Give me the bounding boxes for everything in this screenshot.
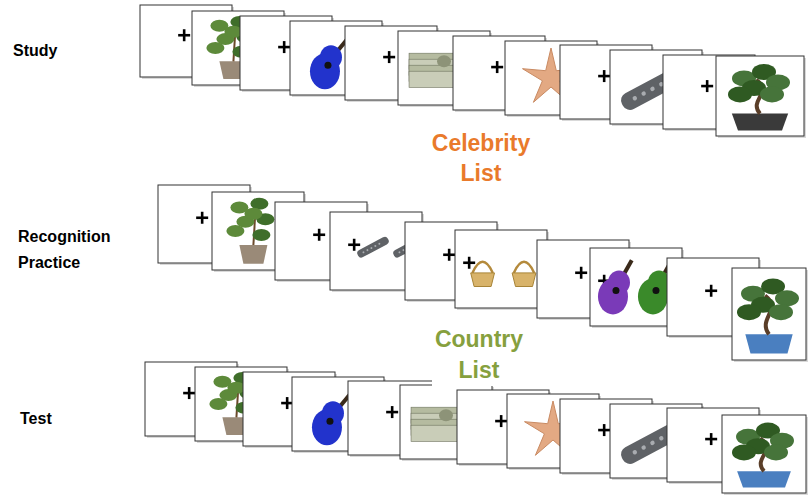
bonsai-foliage bbox=[760, 86, 784, 102]
fixation-cross bbox=[353, 239, 356, 251]
remote-button bbox=[398, 251, 401, 254]
plant-leaf bbox=[209, 398, 227, 410]
remote-button bbox=[366, 249, 369, 252]
remote-button bbox=[378, 242, 381, 245]
bonsai-pot bbox=[737, 471, 791, 487]
guitar-hole bbox=[652, 287, 659, 294]
list-label: Celebrity List bbox=[429, 128, 533, 188]
fixation-cross bbox=[318, 229, 321, 241]
bonsai-foliage bbox=[728, 86, 752, 102]
remote-button bbox=[402, 249, 405, 252]
remote-control bbox=[356, 236, 390, 259]
phase-label: Recognition Practice bbox=[18, 224, 110, 276]
fixation-cross bbox=[710, 433, 713, 445]
guitar-body bbox=[320, 45, 342, 69]
guitar-hole bbox=[324, 62, 331, 69]
remote-body bbox=[356, 236, 390, 259]
frame-card bbox=[455, 230, 547, 308]
guitar-hole bbox=[326, 418, 333, 425]
frame-card bbox=[732, 268, 806, 360]
fixation-cross bbox=[603, 424, 606, 436]
remote-button bbox=[632, 449, 638, 455]
fixation-cross bbox=[283, 41, 286, 53]
fixation-cross bbox=[603, 70, 606, 82]
basket-body bbox=[512, 273, 536, 287]
fixation-cross bbox=[580, 267, 583, 279]
remote-button bbox=[641, 91, 647, 97]
plant-leaf bbox=[252, 229, 270, 241]
guitar-body bbox=[322, 401, 344, 425]
fixation-cross bbox=[448, 249, 451, 261]
bonsai-foliage bbox=[769, 304, 793, 320]
fixation-cross bbox=[286, 397, 289, 409]
fixation-cross bbox=[188, 387, 191, 399]
money-portrait bbox=[439, 409, 453, 421]
remote-button bbox=[362, 251, 365, 254]
fixation-cross bbox=[388, 51, 391, 63]
bonsai-foliage bbox=[732, 444, 756, 460]
frame-card bbox=[722, 415, 806, 493]
basket-handle bbox=[472, 262, 492, 273]
stimulus-frame bbox=[732, 268, 808, 362]
basket-body bbox=[471, 273, 495, 287]
fixation-cross bbox=[468, 257, 471, 269]
remote-button bbox=[641, 445, 647, 451]
remote-button bbox=[370, 247, 373, 250]
bonsai-foliage bbox=[737, 304, 761, 320]
bonsai-foliage bbox=[764, 444, 788, 460]
guitar-body bbox=[608, 270, 630, 294]
list-label: Country List bbox=[432, 324, 526, 386]
phase-label: Study bbox=[13, 41, 57, 61]
remote-button bbox=[649, 86, 655, 92]
plant-leaf bbox=[206, 42, 224, 54]
remote-button bbox=[658, 435, 664, 441]
guitar-hole bbox=[612, 287, 619, 294]
fixation-cross bbox=[500, 415, 503, 427]
fixation-cross bbox=[710, 285, 713, 297]
remote-button bbox=[374, 245, 377, 248]
fixation-cross bbox=[706, 80, 709, 92]
basket-handle bbox=[514, 262, 534, 273]
bonsai-foliage bbox=[775, 290, 799, 306]
phase-label: Test bbox=[20, 409, 52, 429]
plant-pot bbox=[239, 245, 267, 264]
remote-button bbox=[649, 440, 655, 446]
stimulus-frame bbox=[455, 230, 549, 310]
fixation-cross bbox=[391, 406, 394, 418]
plant-leaf bbox=[244, 208, 262, 220]
fixation-cross bbox=[201, 212, 204, 224]
frame-card bbox=[716, 56, 804, 136]
money-portrait bbox=[437, 55, 451, 67]
remote-button bbox=[632, 95, 638, 101]
plant-leaf bbox=[226, 225, 244, 237]
fixation-cross bbox=[183, 29, 186, 41]
stimulus-frame bbox=[716, 56, 806, 138]
stimulus-frame bbox=[722, 415, 808, 495]
bonsai-pot bbox=[732, 114, 788, 131]
bonsai-pot bbox=[745, 334, 792, 353]
fixation-cross bbox=[496, 61, 499, 73]
